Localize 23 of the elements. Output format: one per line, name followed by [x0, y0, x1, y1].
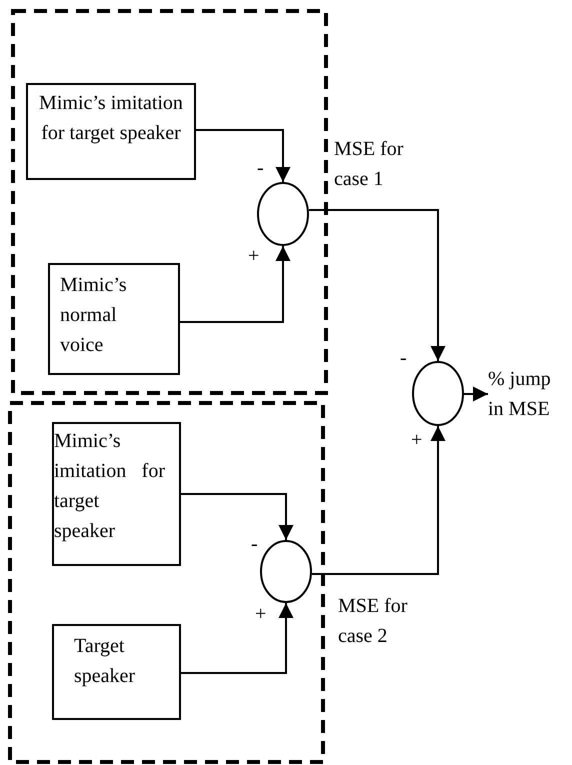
- summing-junction: [257, 182, 309, 246]
- arrow: [196, 129, 290, 182]
- sign-label: +: [248, 246, 260, 266]
- arrow: [309, 209, 446, 361]
- sign-label: -: [400, 348, 407, 368]
- sign-label: +: [255, 604, 266, 624]
- process-box: Target speaker: [52, 624, 181, 720]
- dashed-group-box: [13, 11, 326, 393]
- summing-junction: [412, 361, 464, 426]
- arrow: [181, 603, 294, 674]
- arrow: [312, 426, 446, 575]
- arrow: [180, 246, 290, 323]
- arrow: [464, 386, 488, 402]
- sign-label: -: [257, 158, 264, 178]
- sign-label: -: [251, 534, 258, 554]
- process-box: Mimic’s normal voice: [48, 263, 180, 375]
- process-box: Mimic’s imitation for target speaker: [52, 422, 181, 566]
- output-label: % jump in MSE: [488, 364, 563, 424]
- sign-label: +: [411, 430, 422, 450]
- summing-junction: [260, 540, 312, 603]
- dashed-group-box: [10, 403, 323, 762]
- arrow: [181, 493, 294, 540]
- process-box: Mimic’s imitation for target speaker: [26, 83, 196, 180]
